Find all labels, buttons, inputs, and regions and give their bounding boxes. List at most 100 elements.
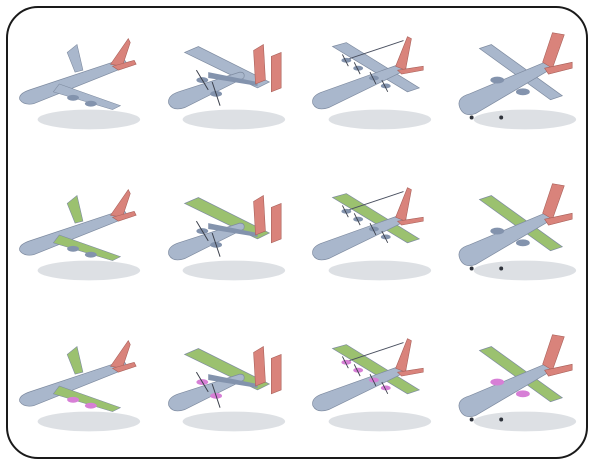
fuselage — [311, 365, 406, 411]
airplane-illustration — [311, 337, 431, 431]
fuselage — [168, 222, 245, 260]
vertical-tail — [394, 186, 412, 222]
airplane-illustration — [458, 182, 577, 280]
vertical-tail — [271, 202, 282, 243]
landing-gear — [469, 266, 474, 270]
engine — [380, 82, 391, 88]
engine — [368, 377, 379, 383]
plane-shadow — [473, 260, 577, 280]
tail-boom — [208, 373, 258, 388]
propeller — [353, 61, 361, 74]
airplane-cell — [297, 308, 443, 459]
horizontal-tail — [544, 363, 573, 376]
propeller — [369, 373, 377, 386]
tail-boom — [208, 71, 258, 86]
vertical-tail — [542, 333, 565, 371]
vertical-tail — [271, 353, 282, 394]
airplane-illustration — [458, 333, 577, 431]
engine — [380, 233, 391, 239]
engine — [66, 396, 79, 403]
airplane-cell — [6, 308, 152, 459]
airplane-cell — [152, 157, 298, 308]
engine — [84, 402, 97, 409]
plane-shadow — [37, 260, 140, 280]
propeller — [353, 363, 361, 376]
propeller — [196, 69, 209, 90]
propeller — [369, 222, 377, 235]
airplane-illustration — [311, 35, 431, 129]
engine — [368, 75, 379, 81]
propeller — [381, 381, 388, 394]
segmentation-grid — [6, 6, 588, 459]
plane-shadow — [328, 411, 431, 431]
plane-shadow — [473, 411, 577, 431]
plane-shadow — [328, 260, 431, 280]
engine — [516, 389, 531, 397]
lower-wing — [52, 385, 121, 412]
airplane-illustration — [168, 43, 286, 129]
engine — [341, 359, 352, 365]
engine — [341, 57, 352, 63]
propeller — [196, 371, 209, 392]
antenna-wire — [343, 190, 404, 212]
engine — [490, 76, 505, 83]
fuselage — [18, 58, 127, 105]
fuselage — [18, 209, 127, 256]
landing-gear — [499, 417, 504, 421]
engine — [84, 100, 97, 107]
airplane-cell — [443, 6, 589, 157]
plane-shadow — [182, 109, 286, 129]
engine — [352, 65, 363, 71]
airplane-cell — [152, 6, 298, 157]
propeller — [341, 53, 349, 66]
figure-frame — [6, 6, 588, 459]
engine — [380, 384, 391, 390]
landing-gear — [499, 266, 504, 270]
propeller — [369, 71, 377, 84]
airplane-illustration — [311, 186, 431, 280]
lower-wing — [52, 83, 121, 110]
propeller — [381, 230, 388, 243]
plane-shadow — [328, 109, 431, 129]
engine — [490, 378, 505, 385]
horizontal-tail — [544, 61, 573, 74]
propeller — [211, 81, 221, 106]
airplane-cell — [297, 6, 443, 157]
airplane-cell — [6, 157, 152, 308]
antenna-wire — [343, 341, 404, 363]
airplane-illustration — [18, 339, 140, 431]
propeller — [211, 383, 221, 408]
horizontal-tail — [544, 212, 573, 225]
engine — [341, 208, 352, 214]
horizontal-tail — [396, 65, 424, 74]
antenna-wire — [343, 39, 404, 61]
horizontal-tail — [396, 216, 424, 225]
engine — [66, 245, 79, 252]
horizontal-tail — [111, 210, 137, 221]
fuselage — [18, 360, 127, 407]
engine — [516, 87, 531, 95]
vertical-tail — [394, 35, 412, 71]
airplane-cell — [443, 308, 589, 459]
horizontal-tail — [396, 367, 424, 376]
vertical-tail — [394, 337, 412, 373]
engine — [352, 367, 363, 373]
propeller — [353, 212, 361, 225]
propeller — [196, 220, 209, 241]
horizontal-tail — [111, 59, 137, 70]
vertical-tail — [542, 182, 565, 220]
upper-wing — [66, 43, 84, 72]
engine — [490, 227, 505, 234]
plane-shadow — [37, 109, 140, 129]
fuselage — [311, 214, 406, 260]
fuselage — [168, 373, 245, 411]
vertical-tail — [253, 194, 266, 235]
engine — [84, 251, 97, 258]
landing-gear — [499, 115, 504, 119]
landing-gear — [469, 417, 474, 421]
plane-shadow — [182, 260, 286, 280]
propeller — [341, 355, 349, 368]
vertical-tail — [542, 31, 565, 69]
airplane-cell — [297, 157, 443, 308]
plane-shadow — [37, 411, 140, 431]
